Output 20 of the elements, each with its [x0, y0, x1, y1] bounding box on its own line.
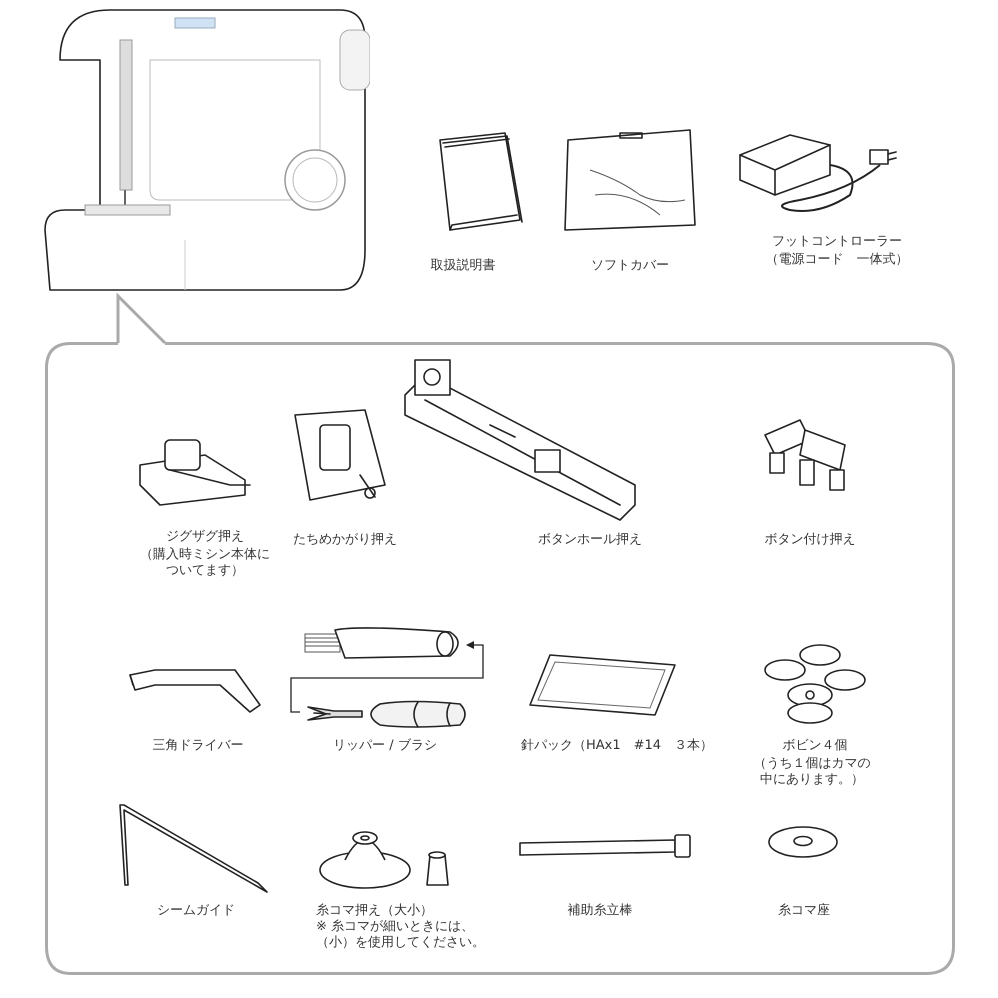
item-note: ※ 糸コマが細いときには、（小）を使用してください。	[316, 919, 486, 950]
item-note: （うち１個はカマの中にあります。）	[752, 756, 872, 788]
item-note: （電源コード 一体式）	[766, 252, 908, 268]
item-label: シームガイド	[157, 903, 235, 919]
item-label: ジグザグ押え	[166, 529, 244, 545]
item-label: フットコントローラー	[772, 234, 902, 250]
item-label: ボタン付け押え	[764, 532, 856, 548]
arrow	[290, 641, 484, 713]
item-label: 針パック（HAx1 #14 ３本）	[520, 738, 714, 754]
item-label: ボビン４個	[782, 738, 848, 754]
item-label: リッパー / ブラシ	[333, 738, 437, 754]
item-label: 三角ドライバー	[152, 738, 244, 754]
item-label: 糸コマ座	[778, 903, 830, 919]
item-label: ソフトカバー	[591, 258, 669, 274]
item-note: （購入時ミシン本体についてます）	[139, 547, 271, 579]
item-label: 取扱説明書	[430, 258, 496, 274]
item-label: ボタンホール押え	[538, 532, 642, 548]
item-label: 補助糸立棒	[568, 903, 632, 919]
item-label: たちめかがり押え	[293, 532, 397, 548]
item-label: 糸コマ押え（大小）	[316, 903, 433, 919]
